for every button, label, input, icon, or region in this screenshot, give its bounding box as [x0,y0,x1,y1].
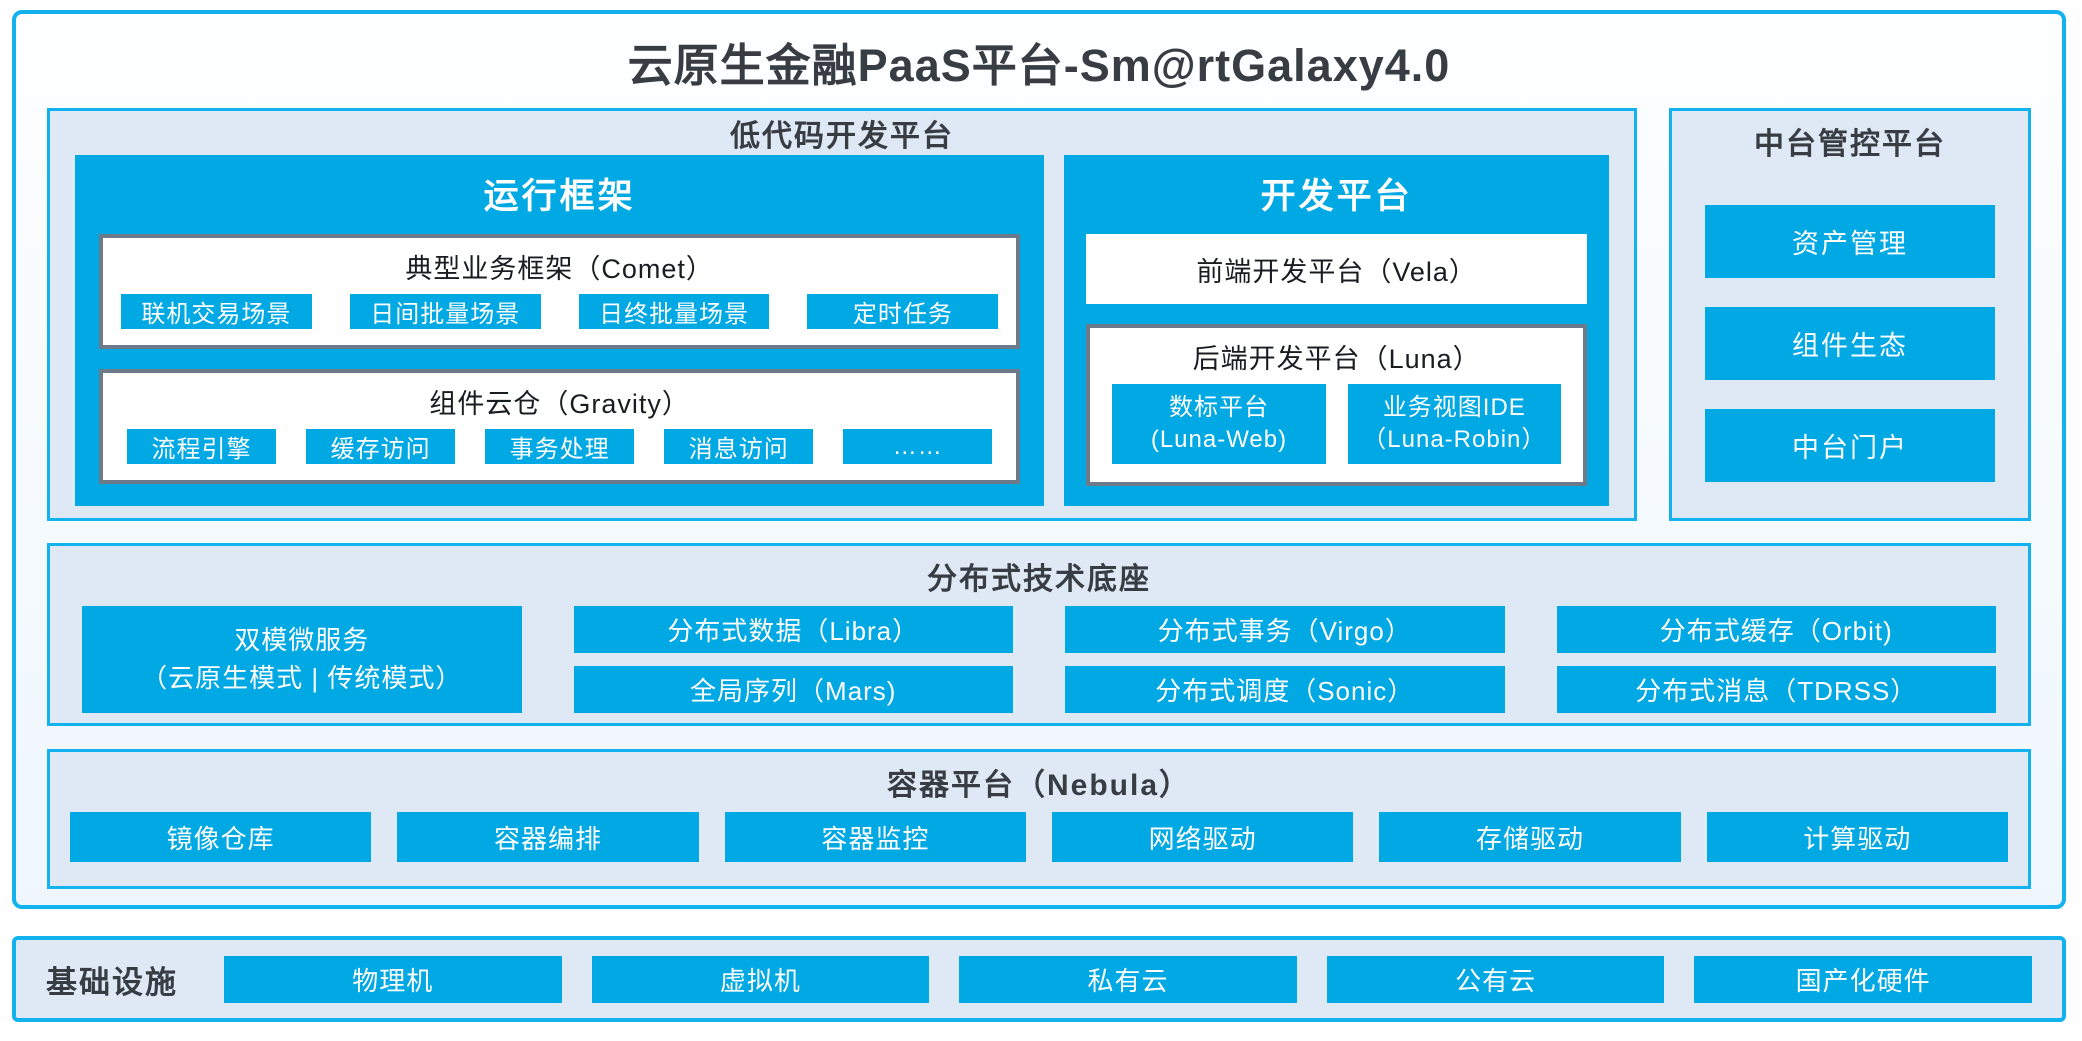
comet-item: 联机交易场景 [121,294,312,329]
midplatform-panel: 中台管控平台 资产管理 组件生态 中台门户 [1669,108,2031,521]
gravity-title: 组件云仓（Gravity） [429,389,690,419]
infrastructure-item: 私有云 [959,955,1297,1003]
infrastructure-bar: 基础设施 物理机 虚拟机 私有云 公有云 国产化硬件 [12,936,2066,1022]
luna-box: 后端开发平台（Luna） 数标平台 (Luna-Web) 业务视图IDE [1086,324,1587,486]
top-row: 低代码开发平台 运行框架 典型业务框架（Comet） 联机交易场景 日间批量场景… [47,108,2031,521]
lowcode-panel: 低代码开发平台 运行框架 典型业务框架（Comet） 联机交易场景 日间批量场景… [47,108,1637,521]
luna-title: 后端开发平台（Luna） [1192,344,1481,374]
luna-items: 数标平台 (Luna-Web) 业务视图IDE （Luna-Robin） [1090,384,1583,482]
luna-item-name: 业务视图IDE [1382,394,1526,422]
comet-title: 典型业务框架（Comet） [405,254,714,284]
distributed-item: 分布式消息（TDRSS） [1556,666,1996,713]
gravity-item: 缓存访问 [306,429,456,464]
comet-box: 典型业务框架（Comet） 联机交易场景 日间批量场景 日终批量场景 定时任务 [99,234,1021,349]
container-platform-item: 容器编排 [397,812,699,862]
distributed-item: 分布式事务（Virgo） [1065,606,1505,653]
container-platform-items: 镜像仓库 容器编排 容器监控 网络驱动 存储驱动 计算驱动 [50,812,2028,862]
distributed-col: 分布式缓存（Orbit) 分布式消息（TDRSS） [1556,606,1996,713]
comet-item: 日终批量场景 [578,294,770,329]
container-platform-item: 镜像仓库 [70,812,372,862]
lowcode-content: 运行框架 典型业务框架（Comet） 联机交易场景 日间批量场景 日终批量场景 … [50,155,1634,522]
gravity-item: 流程引擎 [127,429,277,464]
distributed-panel: 分布式技术底座 双模微服务 （云原生模式 | 传统模式） 分布式数据（Libra… [47,543,2031,726]
distributed-item: 分布式调度（Sonic） [1065,666,1505,713]
distributed-item: 分布式数据（Libra） [573,606,1013,653]
distributed-item: 全局序列（Mars) [573,666,1013,713]
gravity-box: 组件云仓（Gravity） 流程引擎 缓存访问 事务处理 消息访问 …… [99,369,1021,484]
comet-item: 定时任务 [807,294,999,329]
midplatform-item: 中台门户 [1705,409,1995,482]
container-platform-item: 存储驱动 [1379,812,1681,862]
container-platform-item: 网络驱动 [1051,812,1354,862]
comet-items: 联机交易场景 日间批量场景 日终批量场景 定时任务 [103,294,1016,345]
dev-platform-title: 开发平台 [1260,177,1413,216]
luna-item-code: (Luna-Web) [1150,426,1288,453]
infrastructure-item: 国产化硬件 [1694,955,2032,1003]
runtime-framework-title: 运行框架 [483,177,636,216]
lowcode-header: 低代码开发平台 [730,120,954,153]
distributed-grid: 双模微服务 （云原生模式 | 传统模式） 分布式数据（Libra） 全局序列（M… [50,606,2028,713]
distributed-header: 分布式技术底座 [927,563,1151,596]
dualmode-box: 双模微服务 （云原生模式 | 传统模式） [82,606,522,713]
infrastructure-item: 物理机 [224,955,562,1003]
page-title: 云原生金融PaaS平台-Sm@rtGalaxy4.0 [627,39,1451,91]
luna-item: 业务视图IDE （Luna-Robin） [1347,384,1562,464]
platform-container: 云原生金融PaaS平台-Sm@rtGalaxy4.0 低代码开发平台 运行框架 … [12,10,2066,909]
midplatform-item: 组件生态 [1705,307,1995,380]
luna-item: 数标平台 (Luna-Web) [1112,384,1326,464]
dualmode-col: 双模微服务 （云原生模式 | 传统模式） [82,606,522,713]
distributed-col: 分布式数据（Libra） 全局序列（Mars) [573,606,1013,713]
dualmode-line2: （云原生模式 | 传统模式） [141,662,463,693]
gravity-item: 消息访问 [664,429,814,464]
midplatform-items: 资产管理 组件生态 中台门户 [1672,171,2028,518]
comet-item: 日间批量场景 [349,294,541,329]
luna-item-code: （Luna-Robin） [1362,426,1547,453]
vela-box: 前端开发平台（Vela） [1086,234,1587,304]
gravity-items: 流程引擎 缓存访问 事务处理 消息访问 …… [103,429,1016,480]
distributed-col: 分布式事务（Virgo） 分布式调度（Sonic） [1065,606,1505,713]
midplatform-header: 中台管控平台 [1754,128,1946,161]
container-platform-item: 计算驱动 [1706,812,2008,862]
gravity-item: …… [843,429,993,464]
container-platform-item: 容器监控 [724,812,1026,862]
dualmode-line1: 双模微服务 [234,624,370,655]
midplatform-item: 资产管理 [1705,205,1995,278]
infrastructure-item: 公有云 [1326,955,1665,1003]
infrastructure-label: 基础设施 [46,964,178,1000]
distributed-item: 分布式缓存（Orbit) [1556,606,1996,653]
gravity-item: 事务处理 [485,429,635,464]
luna-item-name: 数标平台 [1168,394,1269,422]
dev-platform-box: 开发平台 前端开发平台（Vela） 后端开发平台（Luna） 数标平台 (Lun… [1064,155,1609,506]
container-platform-header: 容器平台（Nebula） [886,769,1192,802]
infrastructure-item: 虚拟机 [591,955,930,1003]
container-platform-panel: 容器平台（Nebula） 镜像仓库 容器编排 容器监控 网络驱动 存储驱动 计算… [47,749,2031,889]
runtime-framework-box: 运行框架 典型业务框架（Comet） 联机交易场景 日间批量场景 日终批量场景 … [75,155,1045,506]
